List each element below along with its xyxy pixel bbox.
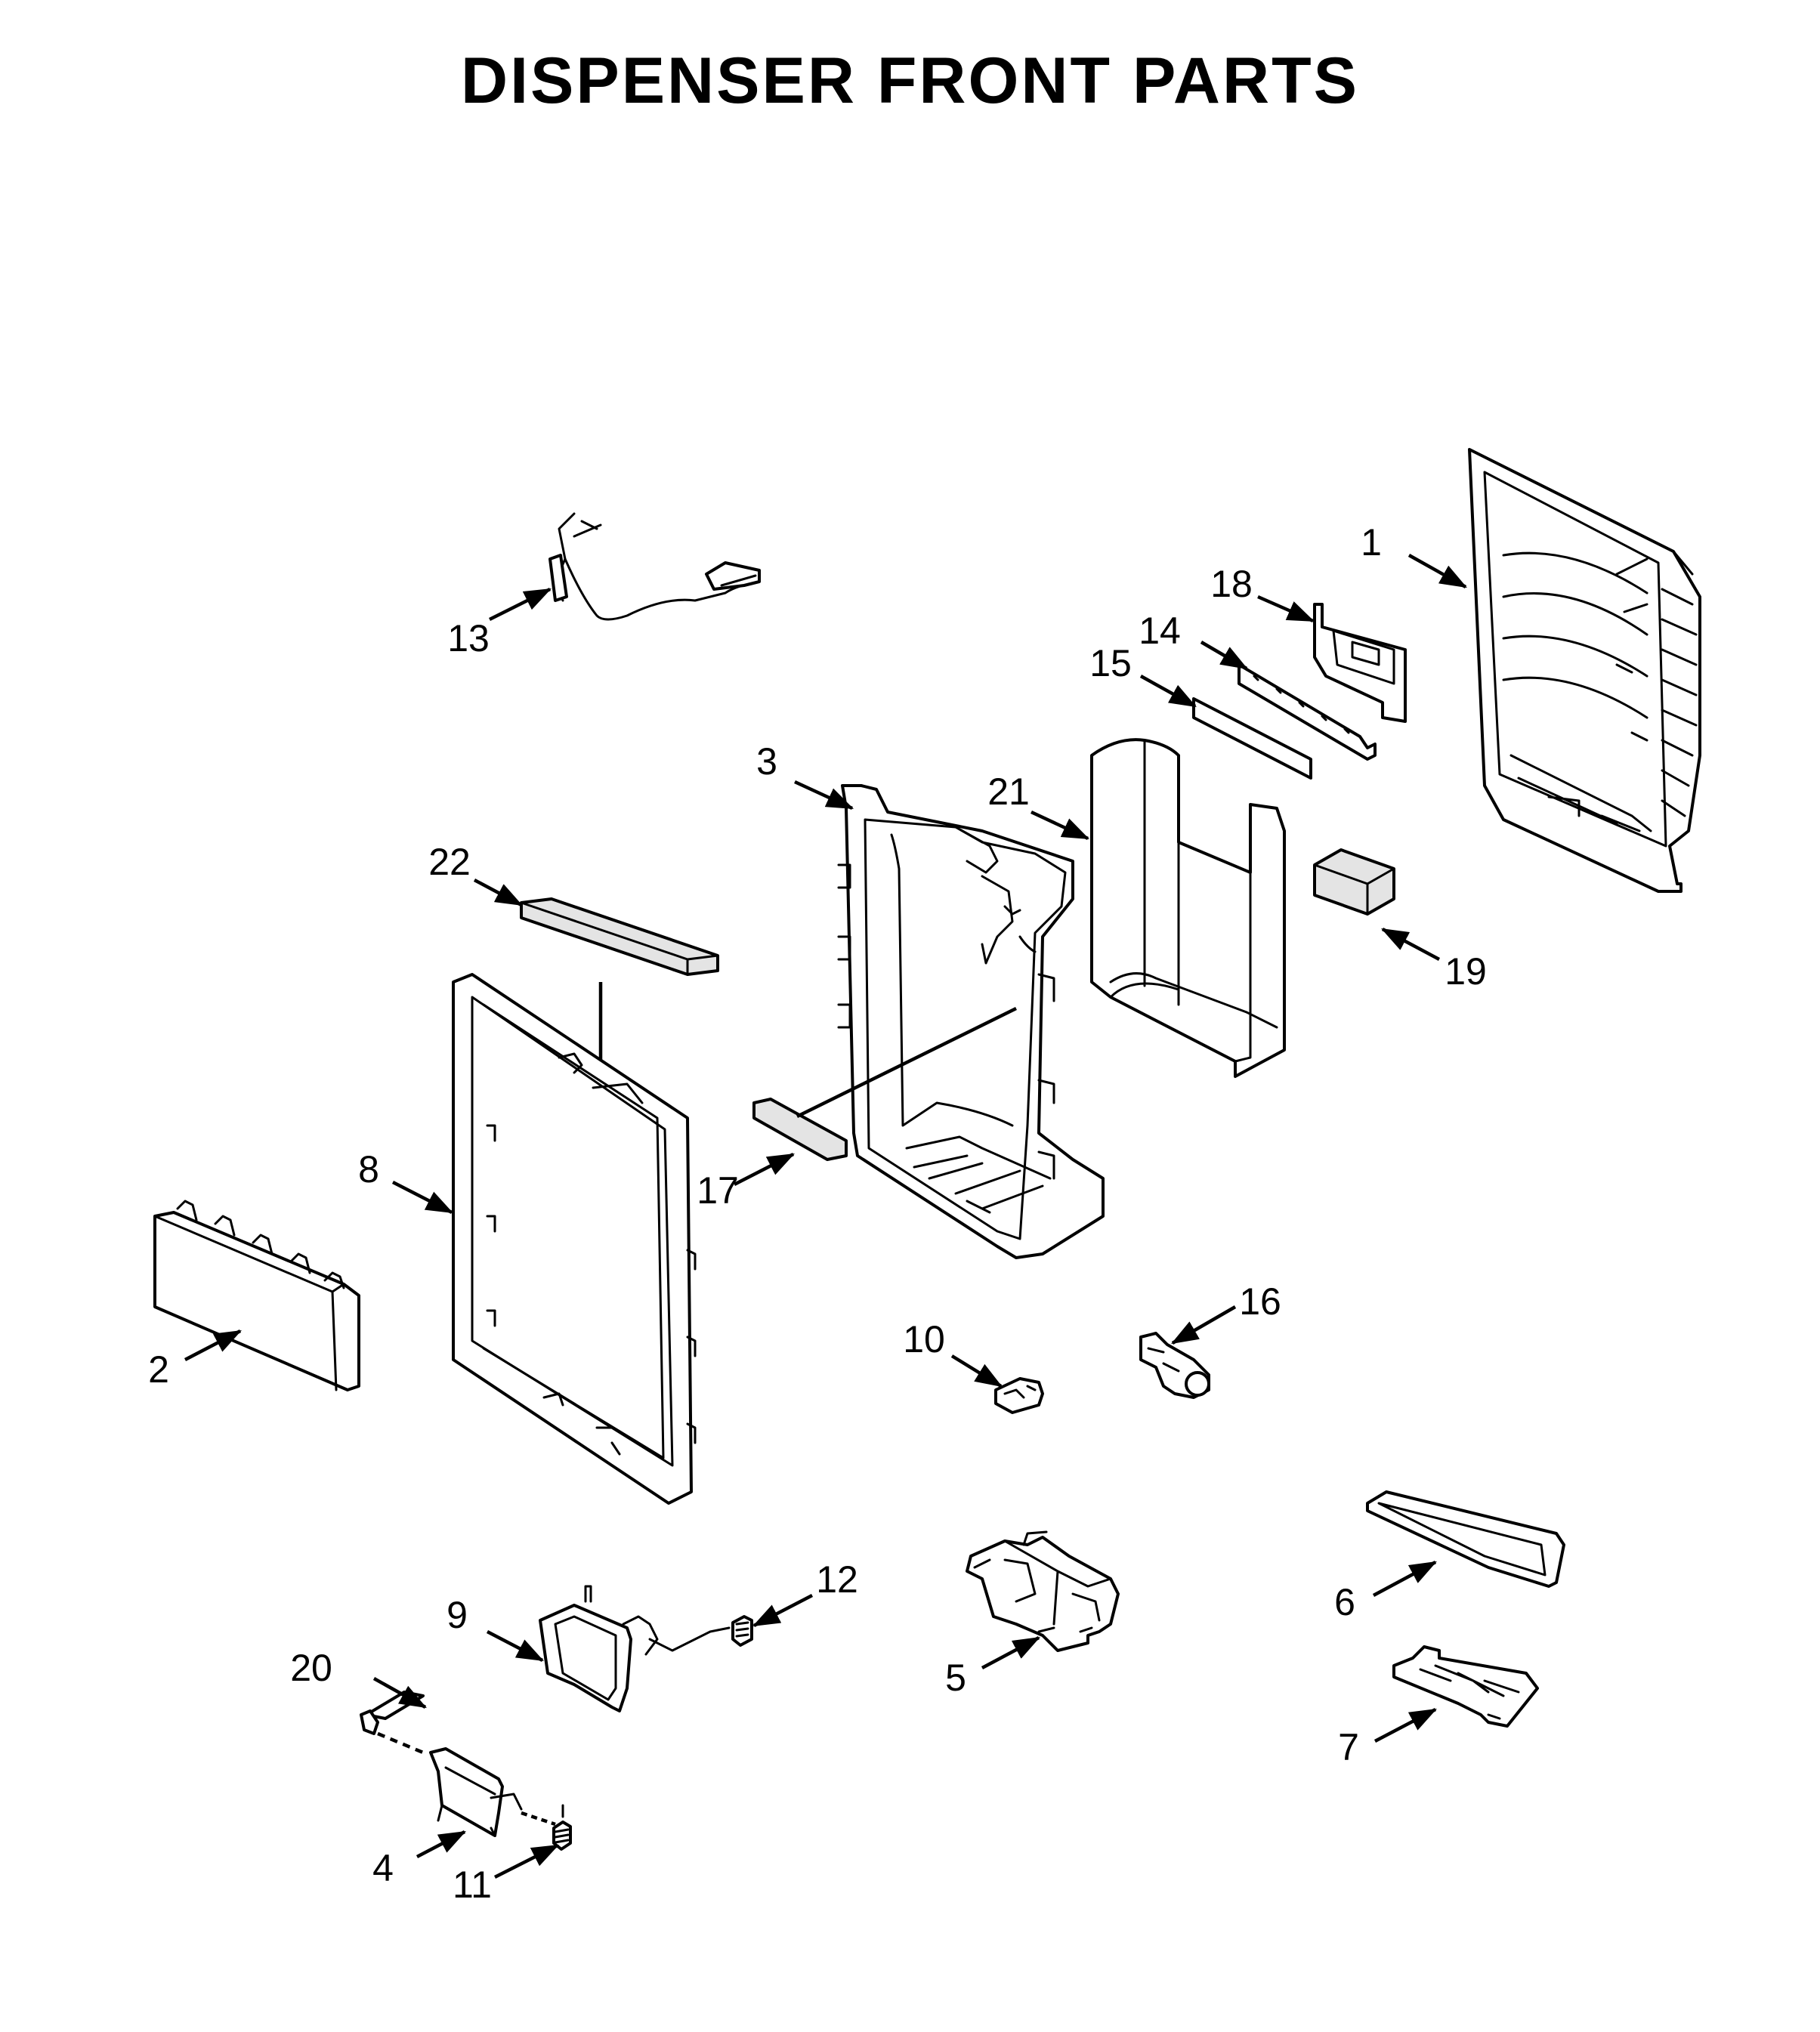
callout-label-7: 7 — [1338, 1726, 1359, 1768]
arrow-12 — [752, 1594, 814, 1627]
arrow-9 — [486, 1630, 544, 1662]
part-11-spring — [552, 1804, 572, 1851]
arrow-16 — [1171, 1305, 1237, 1345]
part-16-actuator — [1139, 1332, 1210, 1399]
arrow-8 — [391, 1180, 454, 1215]
arrow-14 — [1200, 641, 1248, 670]
arrow-2 — [184, 1329, 242, 1361]
part-6-drip-tray — [1366, 1490, 1565, 1588]
callout-label-8: 8 — [358, 1148, 379, 1190]
callout-label-16: 16 — [1239, 1280, 1281, 1323]
part-8-bezel — [452, 973, 697, 1505]
arrow-20 — [372, 1677, 427, 1709]
part-3-frame — [837, 784, 1105, 1259]
callout-label-12: 12 — [816, 1558, 858, 1601]
callout-label-14: 14 — [1139, 610, 1181, 652]
arrow-3 — [794, 780, 854, 811]
arrow-10 — [950, 1354, 1003, 1388]
callout-labels: 1 2 3 4 5 6 7 8 9 10 11 12 13 14 15 16 1… — [148, 521, 1487, 1906]
part-10-switch — [994, 1377, 1044, 1414]
diagram-title: DISPENSER FRONT PARTS — [460, 45, 1360, 117]
callout-label-11: 11 — [453, 1864, 492, 1906]
callout-label-22: 22 — [428, 841, 471, 883]
arrow-13 — [488, 587, 552, 622]
part-4-flap — [429, 1747, 556, 1837]
callout-label-21: 21 — [987, 770, 1030, 813]
part-1-dispenser-housing — [1468, 448, 1701, 893]
callout-label-1: 1 — [1361, 521, 1382, 564]
callout-label-18: 18 — [1210, 563, 1253, 605]
arrow-17 — [733, 1152, 796, 1187]
part-19-block — [1313, 848, 1395, 916]
callout-label-9: 9 — [447, 1594, 468, 1636]
part-2-panel — [153, 1200, 360, 1391]
callout-label-6: 6 — [1334, 1581, 1355, 1623]
part-17-pad — [752, 1006, 1017, 1161]
part-9-paddle — [539, 1585, 753, 1712]
part-7-grille — [1392, 1645, 1539, 1728]
arrow-15 — [1139, 675, 1197, 708]
arrow-11 — [493, 1843, 560, 1879]
callout-label-2: 2 — [148, 1348, 169, 1391]
arrow-18 — [1257, 594, 1315, 623]
part-13-wire-harness — [548, 512, 761, 621]
part-22-strip — [520, 897, 719, 1069]
arrow-4 — [416, 1830, 466, 1858]
part-15-strip — [1192, 697, 1312, 780]
arrow-22 — [473, 879, 523, 906]
callout-label-5: 5 — [945, 1657, 966, 1699]
arrow-6 — [1372, 1561, 1437, 1597]
arrow-1 — [1407, 554, 1467, 588]
callout-label-4: 4 — [372, 1847, 394, 1889]
callout-label-15: 15 — [1089, 642, 1132, 684]
arrow-21 — [1031, 810, 1090, 841]
callout-label-17: 17 — [697, 1169, 739, 1212]
part-21-insulation — [1090, 738, 1286, 1078]
callout-label-20: 20 — [290, 1647, 332, 1689]
part-18-bracket — [1313, 603, 1407, 723]
arrow-19 — [1381, 928, 1441, 961]
arrow-5 — [981, 1636, 1040, 1669]
part-14-board — [1238, 663, 1377, 761]
arrow-7 — [1373, 1708, 1437, 1743]
callout-label-19: 19 — [1445, 950, 1487, 993]
callout-label-13: 13 — [447, 617, 490, 659]
callout-label-3: 3 — [756, 740, 777, 783]
callout-label-10: 10 — [903, 1318, 945, 1360]
callout-arrows — [184, 554, 1467, 1879]
part-5-mechanism — [966, 1530, 1120, 1652]
